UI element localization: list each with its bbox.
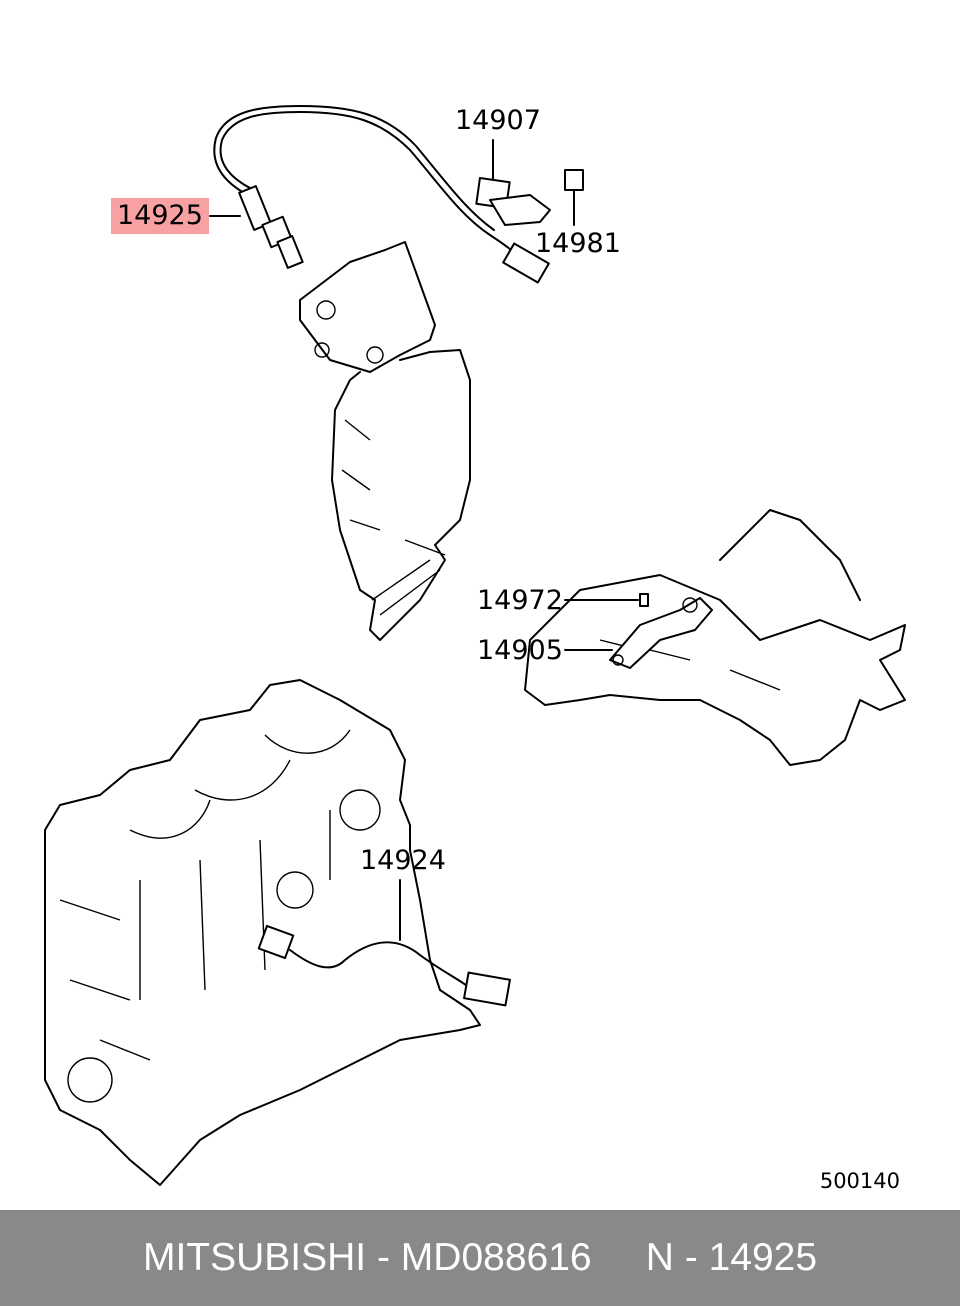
callout-14924: 14924 — [360, 845, 446, 876]
connector-drawing — [475, 139, 584, 284]
intake-manifold-drawing — [524, 509, 906, 766]
footer-part-label: MITSUBISHI - MD088616 N - 14925 — [142, 1236, 818, 1279]
callout-14981: 14981 — [535, 228, 621, 259]
callout-14905: 14905 — [477, 635, 563, 666]
callout-14972: 14972 — [477, 585, 563, 616]
parts-diagram: 14907 14925 14981 14972 14905 14924 5001… — [44, 105, 906, 1193]
oxygen-sensor-drawing — [209, 105, 521, 269]
callout-14925-highlighted: 14925 — [111, 198, 209, 234]
callout-14907: 14907 — [455, 105, 541, 136]
exhaust-converter-drawing — [299, 241, 471, 641]
diagram-reference-code: 500140 — [819, 1169, 900, 1193]
engine-block-drawing — [44, 679, 511, 1186]
part-info-footer: MITSUBISHI - MD088616 N - 14925 — [0, 1210, 960, 1306]
engine-sensors-drawing — [44, 105, 906, 1186]
